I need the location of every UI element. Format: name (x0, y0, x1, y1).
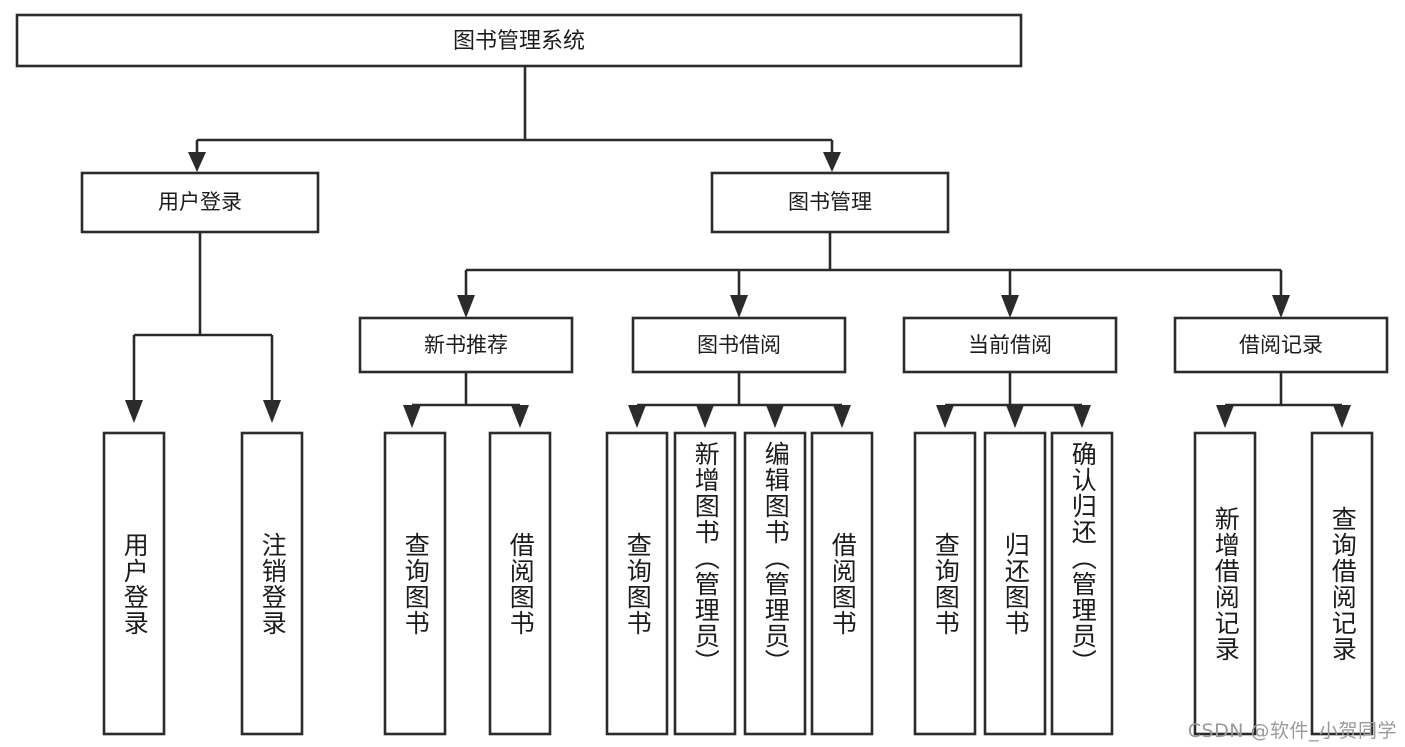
arrowhead-to-book-manage (823, 152, 841, 172)
arrowhead-to-borrow-record (1272, 295, 1290, 318)
node-book-borrow[interactable]: 图书借阅 (631, 316, 847, 374)
node-root-label: 图书管理系统 (453, 29, 585, 54)
leafbox-borrow-book-2[interactable] (810, 431, 874, 736)
leafbox-query-record[interactable] (1310, 431, 1374, 736)
node-current-borrow-box[interactable] (902, 316, 1118, 374)
node-book-borrow-box[interactable] (631, 316, 847, 374)
node-root[interactable]: 图书管理系统 (15, 13, 1023, 68)
leafbox-user-login[interactable] (102, 431, 166, 736)
node-current-borrow[interactable]: 当前借阅 (902, 316, 1118, 374)
node-book-manage[interactable]: 图书管理 (710, 171, 950, 234)
arrowhead-to-current-borrow (1001, 295, 1019, 318)
leafbox-query-book-1[interactable] (383, 431, 447, 736)
node-user-login-label: 用户登录 (158, 190, 242, 214)
node-borrow-record[interactable]: 借阅记录 (1173, 316, 1389, 374)
arrowhead-leaf-query-record (1333, 405, 1351, 428)
leafbox-edit-book[interactable] (743, 431, 807, 736)
arrowhead-leaf-query-book-3 (936, 405, 954, 428)
leafbox-logout-login[interactable] (240, 431, 304, 736)
leafbox-query-book-2[interactable] (605, 431, 669, 736)
arrowhead-leaf-add-record (1216, 405, 1234, 428)
arrowhead-leaf-query-book-1 (403, 405, 421, 428)
node-new-book-recommend-label: 新书推荐 (424, 333, 508, 357)
node-new-book-recommend-box[interactable] (358, 316, 574, 374)
node-book-manage-label: 图书管理 (788, 190, 872, 214)
leafbox-add-record[interactable] (1193, 431, 1257, 736)
arrowhead-leaf-add-book (696, 405, 714, 428)
arrowhead-to-new-book-recommend (457, 295, 475, 318)
arrowhead-leaf-confirm-return (1073, 405, 1091, 428)
node-user-login[interactable]: 用户登录 (80, 171, 320, 234)
node-current-borrow-label: 当前借阅 (968, 333, 1052, 357)
arrowhead-leaf-logout-login (263, 400, 281, 423)
arrowhead-leaf-borrow-book-2 (833, 405, 851, 428)
leafbox-query-book-3[interactable] (913, 431, 977, 736)
arrowhead-leaf-borrow-book-1 (511, 405, 529, 428)
node-borrow-record-box[interactable] (1173, 316, 1389, 374)
arrowhead-to-book-borrow (730, 295, 748, 318)
arrowhead-leaf-edit-book (766, 405, 784, 428)
arrowhead-leaf-return-book (1006, 405, 1024, 428)
arrowhead-leaf-query-book-2 (628, 405, 646, 428)
leafbox-add-book[interactable] (673, 431, 737, 736)
arrowhead-leaf-user-login (125, 400, 143, 423)
leafbox-return-book[interactable] (983, 431, 1047, 736)
csdn-watermark: CSDN @软件_小贺同学 (1187, 720, 1397, 742)
node-book-borrow-label: 图书借阅 (697, 333, 781, 357)
arrowhead-to-user-login (188, 152, 206, 172)
node-new-book-recommend[interactable]: 新书推荐 (358, 316, 574, 374)
node-root-box[interactable] (15, 13, 1023, 68)
node-book-manage-box[interactable] (710, 171, 950, 234)
leafbox-confirm-return[interactable] (1050, 431, 1114, 736)
leafbox-borrow-book-1[interactable] (488, 431, 552, 736)
node-borrow-record-label: 借阅记录 (1239, 333, 1323, 357)
